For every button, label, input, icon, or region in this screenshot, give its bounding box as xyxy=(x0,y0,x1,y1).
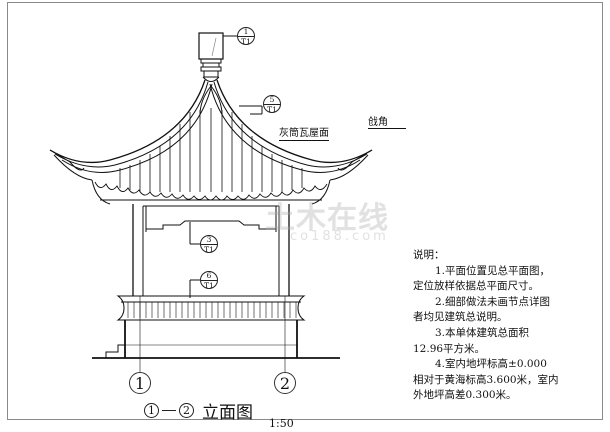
title-axis-to: 2 xyxy=(179,403,194,418)
drawing-frame xyxy=(7,2,603,420)
watermark: 土木在线 xyxy=(265,201,389,236)
watermark-url: co188.com xyxy=(290,229,389,244)
note-1-line-2: 定位放样依据总平面尺寸。 xyxy=(413,280,539,293)
drawing-title: 1 2 立面图 xyxy=(144,398,253,423)
grid-axis-1: 1 xyxy=(129,372,151,394)
corner-eave-label: 戗角 xyxy=(368,113,406,129)
notes-heading: 说明： xyxy=(413,249,445,261)
note-2-line-1: 2.细部做法未画节点详图 xyxy=(435,295,551,308)
detail-callout-3: 3 T1 xyxy=(200,235,218,253)
note-3-line-2: 12.96平方米。 xyxy=(413,342,486,355)
roof-material-label: 灰筒瓦屋面 xyxy=(279,124,329,141)
title-text: 立面图 xyxy=(202,403,253,423)
note-3-line-1: 3.本单体建筑总面积 xyxy=(435,326,530,339)
detail-callout-6: 6 T1 xyxy=(200,271,218,289)
design-notes: 说明： 1.平面位置见总平面图， 定位放样依据总平面尺寸。 2.细部做法未画节点… xyxy=(413,248,603,404)
title-dash xyxy=(162,410,176,411)
drawing-scale: 1:50 xyxy=(269,417,294,430)
note-2-line-2: 者均见建筑总说明。 xyxy=(413,311,508,324)
note-1-line-1: 1.平面位置见总平面图， xyxy=(435,264,551,277)
note-4-line-3: 外地坪高差0.300米。 xyxy=(413,389,517,402)
note-4-line-2: 相对于黄海标高3.600米，室内 xyxy=(413,373,559,386)
note-4-line-1: 4.室内地坪标高±0.000 xyxy=(435,358,547,371)
detail-callout-1: 1 T1 xyxy=(237,27,255,45)
detail-callout-5: 5 T1 xyxy=(263,95,281,113)
grid-axis-2: 2 xyxy=(274,372,296,394)
title-axis-from: 1 xyxy=(144,403,159,418)
